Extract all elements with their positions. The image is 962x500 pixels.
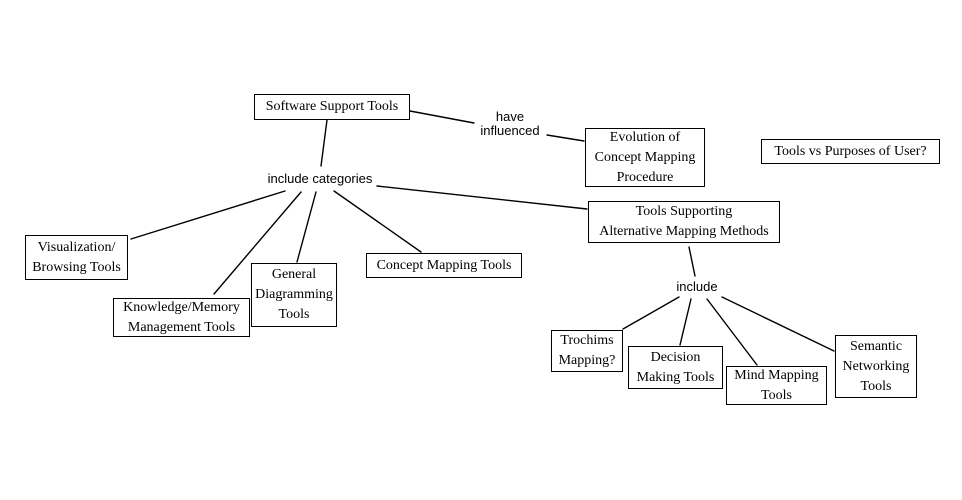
node-tools-vs-purposes-of-user[interactable]: Tools vs Purposes of User? [761, 139, 940, 164]
edge-tools-supporting-to-include [688, 246, 696, 277]
edge-include-to-trochims [622, 296, 680, 330]
edge-include-to-semantic [721, 296, 835, 352]
node-semantic-networking-tools[interactable]: Semantic Networking Tools [835, 335, 917, 398]
node-decision-making-tools[interactable]: Decision Making Tools [628, 346, 723, 389]
link-label-include[interactable]: include [676, 279, 718, 294]
node-concept-mapping-tools[interactable]: Concept Mapping Tools [366, 253, 522, 278]
node-trochims-mapping[interactable]: Trochims Mapping? [551, 330, 623, 372]
node-evolution-of-concept-mapping-procedure[interactable]: Evolution of Concept Mapping Procedure [585, 128, 705, 187]
edge-software-to-have-influenced [409, 110, 475, 124]
edge-include-categories-to-visualization [130, 190, 286, 240]
edge-have-influenced-to-evolution [546, 134, 585, 142]
edge-include-categories-to-knowledge [213, 191, 302, 295]
edge-include-to-mind-mapping [706, 298, 758, 366]
node-mind-mapping-tools[interactable]: Mind Mapping Tools [726, 366, 827, 405]
edge-include-to-decision [679, 298, 692, 346]
edge-software-to-include-categories [320, 119, 328, 167]
edge-include-categories-to-tools-supporting [376, 185, 588, 210]
edge-include-categories-to-concept-mapping [333, 190, 422, 253]
node-tools-supporting-alternative-mapping-methods[interactable]: Tools Supporting Alternative Mapping Met… [588, 201, 780, 243]
node-general-diagramming-tools[interactable]: General Diagramming Tools [251, 263, 337, 327]
node-software-support-tools[interactable]: Software Support Tools [254, 94, 410, 120]
node-knowledge-memory-management-tools[interactable]: Knowledge/Memory Management Tools [113, 298, 250, 337]
edge-include-categories-to-general-diagramming [296, 191, 317, 263]
link-label-include-categories[interactable]: include categories [267, 171, 373, 186]
link-label-have-influenced[interactable]: have influenced [480, 109, 540, 138]
node-visualization-browsing-tools[interactable]: Visualization/ Browsing Tools [25, 235, 128, 280]
